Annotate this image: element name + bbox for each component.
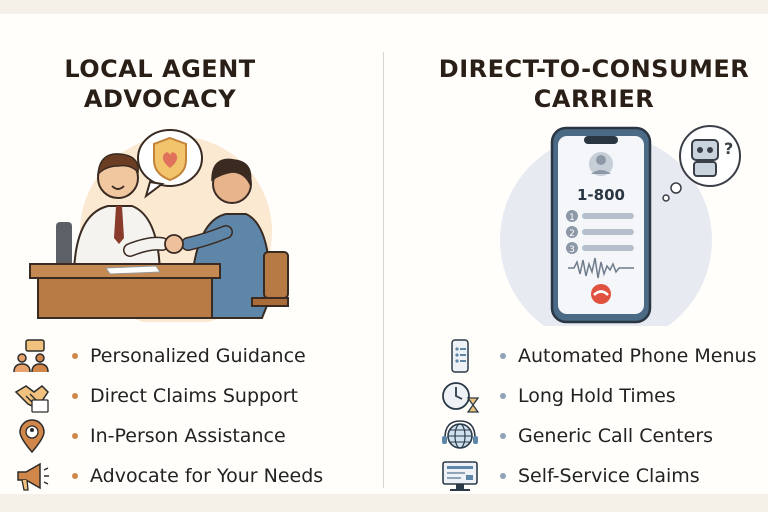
menu-number-3: 3 xyxy=(569,245,575,255)
right-title: DIRECT-TO-CONSUMER CARRIER xyxy=(420,54,768,114)
location-pin-icon xyxy=(19,419,45,454)
item-label: In-Person Assistance xyxy=(90,425,286,447)
phone-number-text: 1-800 xyxy=(577,186,625,204)
carrier-drawbacks-list: Automated Phone Menus Long Hold Times Ge… xyxy=(440,336,760,496)
handshake-icon xyxy=(14,385,49,413)
item-label: Self-Service Claims xyxy=(518,465,700,487)
hang-up-icon xyxy=(591,284,611,304)
bullet-dot xyxy=(72,433,78,439)
agent-benefits-list: Personalized Guidance Direct Claims Supp… xyxy=(12,336,372,496)
left-title-line1: LOCAL AGENT xyxy=(64,55,256,83)
bullet-dot xyxy=(72,473,78,479)
agent-handshake-illustration xyxy=(29,129,289,322)
item-label: Automated Phone Menus xyxy=(518,345,757,367)
globe-headset-icon xyxy=(442,420,478,449)
people-chat-icon xyxy=(13,339,49,373)
heart-shield-icon xyxy=(137,129,203,199)
menu-number-1: 1 xyxy=(569,213,575,223)
bullet-dot xyxy=(72,393,78,399)
megaphone-icon xyxy=(17,462,49,491)
list-item: Automated Phone Menus xyxy=(440,336,760,376)
item-label: Generic Call Centers xyxy=(518,425,714,447)
list-item: Self-Service Claims xyxy=(440,456,760,496)
bullet-dot xyxy=(500,473,506,479)
item-label: Long Hold Times xyxy=(518,385,676,407)
list-item: In-Person Assistance xyxy=(12,416,372,456)
left-title: LOCAL AGENT ADVOCACY xyxy=(0,54,320,114)
right-title-line1: DIRECT-TO-CONSUMER xyxy=(438,55,750,83)
phone-menu-rows: 1 2 3 xyxy=(566,210,634,255)
item-label: Direct Claims Support xyxy=(90,385,298,407)
menu-number-2: 2 xyxy=(569,229,575,239)
clock-hourglass-icon xyxy=(442,382,480,413)
phone-menu-icon xyxy=(451,339,469,373)
list-item: Personalized Guidance xyxy=(12,336,372,376)
bullet-dot xyxy=(500,433,506,439)
svg-text:?: ? xyxy=(724,139,733,158)
list-item: Generic Call Centers xyxy=(440,416,760,456)
bullet-dot xyxy=(72,353,78,359)
comparison-card: LOCAL AGENT ADVOCACY DIRECT-TO-CONSUMER … xyxy=(0,14,768,494)
left-title-line2: ADVOCACY xyxy=(83,85,237,113)
list-item: Direct Claims Support xyxy=(12,376,372,416)
bullet-dot xyxy=(500,393,506,399)
right-title-line2: CARRIER xyxy=(533,85,655,113)
automated-phone-illustration: ? 1-800 1 2 3 xyxy=(500,125,741,326)
agent-figure xyxy=(72,153,169,273)
robot-question-icon: ? xyxy=(662,125,741,202)
audio-waveform-icon xyxy=(568,257,634,279)
center-divider xyxy=(383,52,384,488)
item-label: Advocate for Your Needs xyxy=(90,465,324,487)
computer-form-icon xyxy=(442,461,478,491)
list-item: Advocate for Your Needs xyxy=(12,456,372,496)
list-item: Long Hold Times xyxy=(440,376,760,416)
item-label: Personalized Guidance xyxy=(90,345,306,367)
bullet-dot xyxy=(500,353,506,359)
